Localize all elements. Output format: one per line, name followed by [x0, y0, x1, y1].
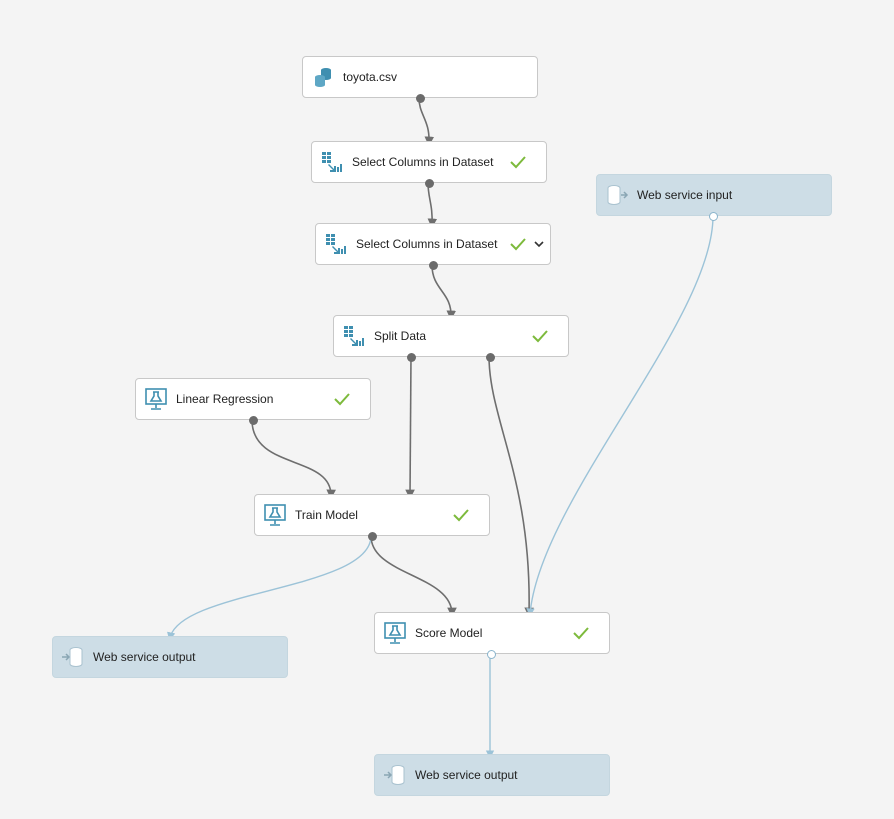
- model-icon: [263, 503, 287, 527]
- connection-linreg-to-train[interactable]: [251, 419, 336, 500]
- web-service-input[interactable]: Web service input: [596, 174, 832, 221]
- check-icon: [532, 330, 548, 343]
- check-icon: [453, 509, 469, 522]
- connection-select2-to-split[interactable]: [431, 264, 457, 321]
- module-label: Train Model: [295, 508, 358, 522]
- module-label: Select Columns in Dataset: [356, 237, 498, 251]
- model-icon: [144, 387, 168, 411]
- module-select-columns-1[interactable]: Select Columns in Dataset: [311, 141, 547, 188]
- web-output-icon: [61, 645, 85, 669]
- module-label: Score Model: [415, 626, 483, 640]
- split-data-icon: [342, 324, 366, 348]
- connection-split-to-train[interactable]: [405, 355, 415, 500]
- chevron-down-icon[interactable]: [534, 240, 544, 248]
- model-icon: [383, 621, 407, 645]
- connection-wsinput-to-score[interactable]: [526, 215, 714, 617]
- output-port[interactable]: [249, 416, 258, 425]
- check-icon: [573, 627, 589, 640]
- check-icon: [334, 393, 350, 406]
- dataset-icon: [311, 65, 335, 89]
- module-train-model[interactable]: Train Model: [254, 494, 490, 541]
- select-columns-icon: [324, 232, 348, 256]
- output-port[interactable]: [709, 212, 718, 221]
- module-score-model[interactable]: Score Model: [374, 612, 610, 659]
- output-port[interactable]: [416, 94, 425, 103]
- select-columns-icon: [320, 150, 344, 174]
- web-output-icon: [383, 763, 407, 787]
- module-label: Split Data: [374, 329, 427, 343]
- connection-train-to-wsout1[interactable]: [167, 535, 372, 641]
- module-label: Select Columns in Dataset: [352, 155, 494, 169]
- module-label: Web service output: [93, 650, 196, 664]
- module-label: Linear Regression: [176, 392, 274, 406]
- output-port-left[interactable]: [407, 353, 416, 362]
- connection-split-to-score[interactable]: [488, 355, 534, 618]
- check-icon: [510, 238, 526, 251]
- module-label: toyota.csv: [343, 70, 398, 84]
- module-label: Web service input: [637, 188, 733, 202]
- module-label: Web service output: [415, 768, 518, 782]
- module-split-data[interactable]: Split Data: [333, 315, 569, 362]
- connection-train-to-score[interactable]: [370, 535, 457, 618]
- output-port[interactable]: [425, 179, 434, 188]
- check-icon: [510, 156, 526, 169]
- connection-select1-to-select2[interactable]: [427, 182, 438, 229]
- web-service-output-2[interactable]: Web service output: [374, 754, 610, 796]
- output-port[interactable]: [368, 532, 377, 541]
- module-linear-regression[interactable]: Linear Regression: [135, 378, 371, 425]
- web-input-icon: [605, 183, 629, 207]
- connection-toyota-to-select1[interactable]: [418, 97, 435, 147]
- module-toyota-csv[interactable]: toyota.csv: [302, 56, 538, 103]
- output-port[interactable]: [429, 261, 438, 270]
- web-service-output-1[interactable]: Web service output: [52, 636, 288, 678]
- output-port-right[interactable]: [486, 353, 495, 362]
- module-select-columns-2[interactable]: Select Columns in Dataset: [315, 223, 551, 270]
- output-port[interactable]: [487, 650, 496, 659]
